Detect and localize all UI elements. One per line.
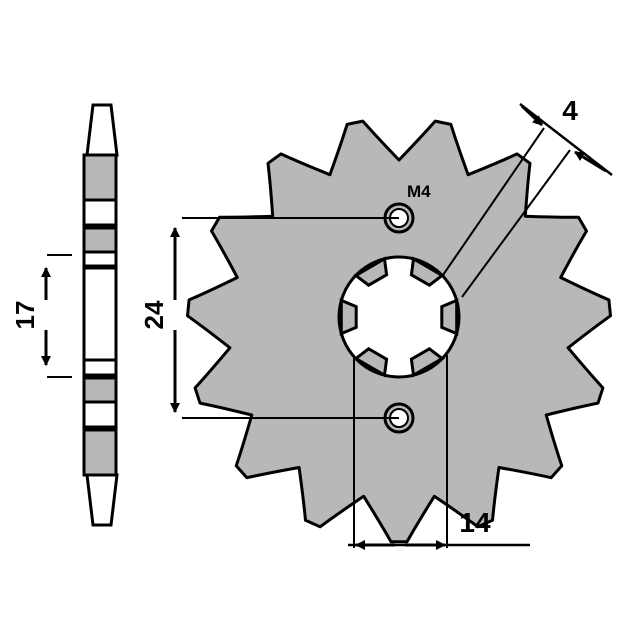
dimension-17 (41, 254, 72, 378)
spline-tooth (353, 256, 389, 287)
spline-teeth (339, 256, 459, 378)
spline-tooth (339, 298, 358, 336)
bolt-thread-label: M4 (407, 182, 431, 201)
sprocket-front-view (186, 119, 612, 544)
spline-tooth (409, 347, 445, 378)
dimension-14-label: 14 (459, 507, 491, 538)
spline-tooth (353, 347, 389, 378)
dimension-4-label: 4 (562, 95, 578, 126)
spline-tooth (409, 256, 445, 287)
spline-tooth (440, 298, 459, 336)
side-profile-view (82, 103, 119, 527)
extension-lines-24 (182, 217, 399, 419)
dimension-17-label: 17 (10, 301, 40, 330)
dimension-24-label: 24 (139, 300, 169, 329)
spline-bore (337, 255, 461, 379)
dimension-14 (348, 355, 530, 550)
dimension-4 (442, 103, 613, 298)
